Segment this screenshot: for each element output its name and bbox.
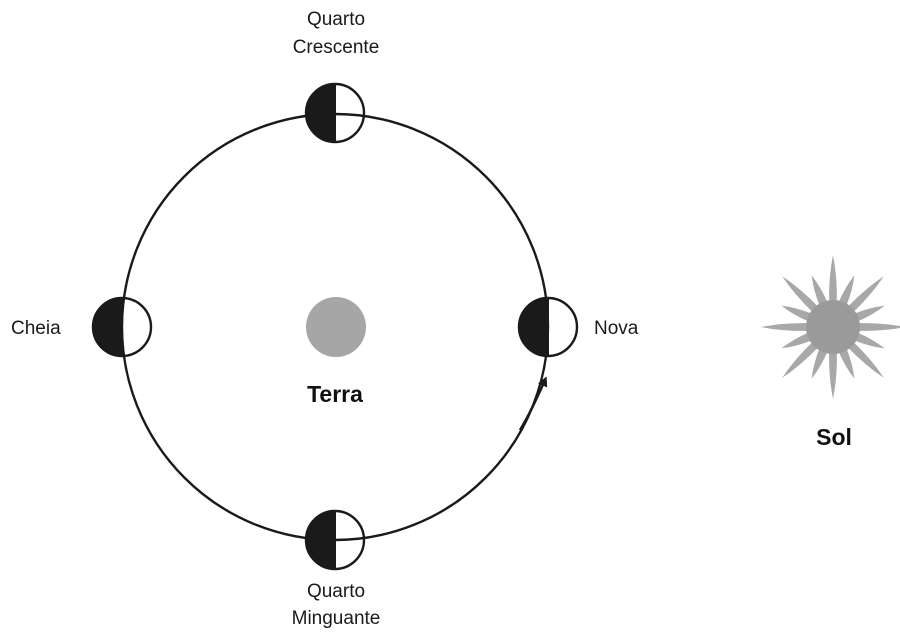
sun-ray [782, 276, 819, 313]
earth-circle [306, 297, 366, 357]
label-sol: Sol [816, 424, 852, 450]
moon-quarto-crescente [304, 82, 366, 144]
sun-ray [847, 341, 884, 378]
sun-ray [853, 305, 885, 322]
sun-ray [838, 275, 855, 307]
sun-ray [781, 332, 813, 349]
sun-ray [838, 347, 855, 379]
sun-ray [811, 347, 828, 379]
sun-ray [829, 350, 837, 399]
sun-ray [829, 255, 837, 304]
moon-quarto-minguante [304, 509, 366, 571]
sun-ray [853, 332, 885, 349]
sun-ray [856, 323, 900, 331]
orbit-direction-arrow [518, 376, 548, 431]
label-cheia: Cheia [11, 318, 61, 339]
label-quarto-minguante-line2: Minguante [292, 608, 381, 629]
sun-ray [761, 323, 810, 331]
moon-nova [517, 296, 579, 358]
label-quarto-crescente-line2: Crescente [293, 37, 380, 58]
sun-ray [781, 305, 813, 322]
label-quarto-minguante-line1: Quarto [307, 581, 365, 602]
label-terra: Terra [307, 381, 363, 407]
sun-ray [847, 276, 884, 313]
sun-ray [782, 341, 819, 378]
moon-cheia [91, 296, 153, 358]
sun-rays [761, 255, 900, 399]
label-quarto-crescente-line1: Quarto [307, 9, 365, 30]
sun-icon [761, 255, 900, 399]
sun-ray [811, 275, 828, 307]
sun-core [806, 300, 860, 354]
label-nova: Nova [594, 318, 639, 339]
